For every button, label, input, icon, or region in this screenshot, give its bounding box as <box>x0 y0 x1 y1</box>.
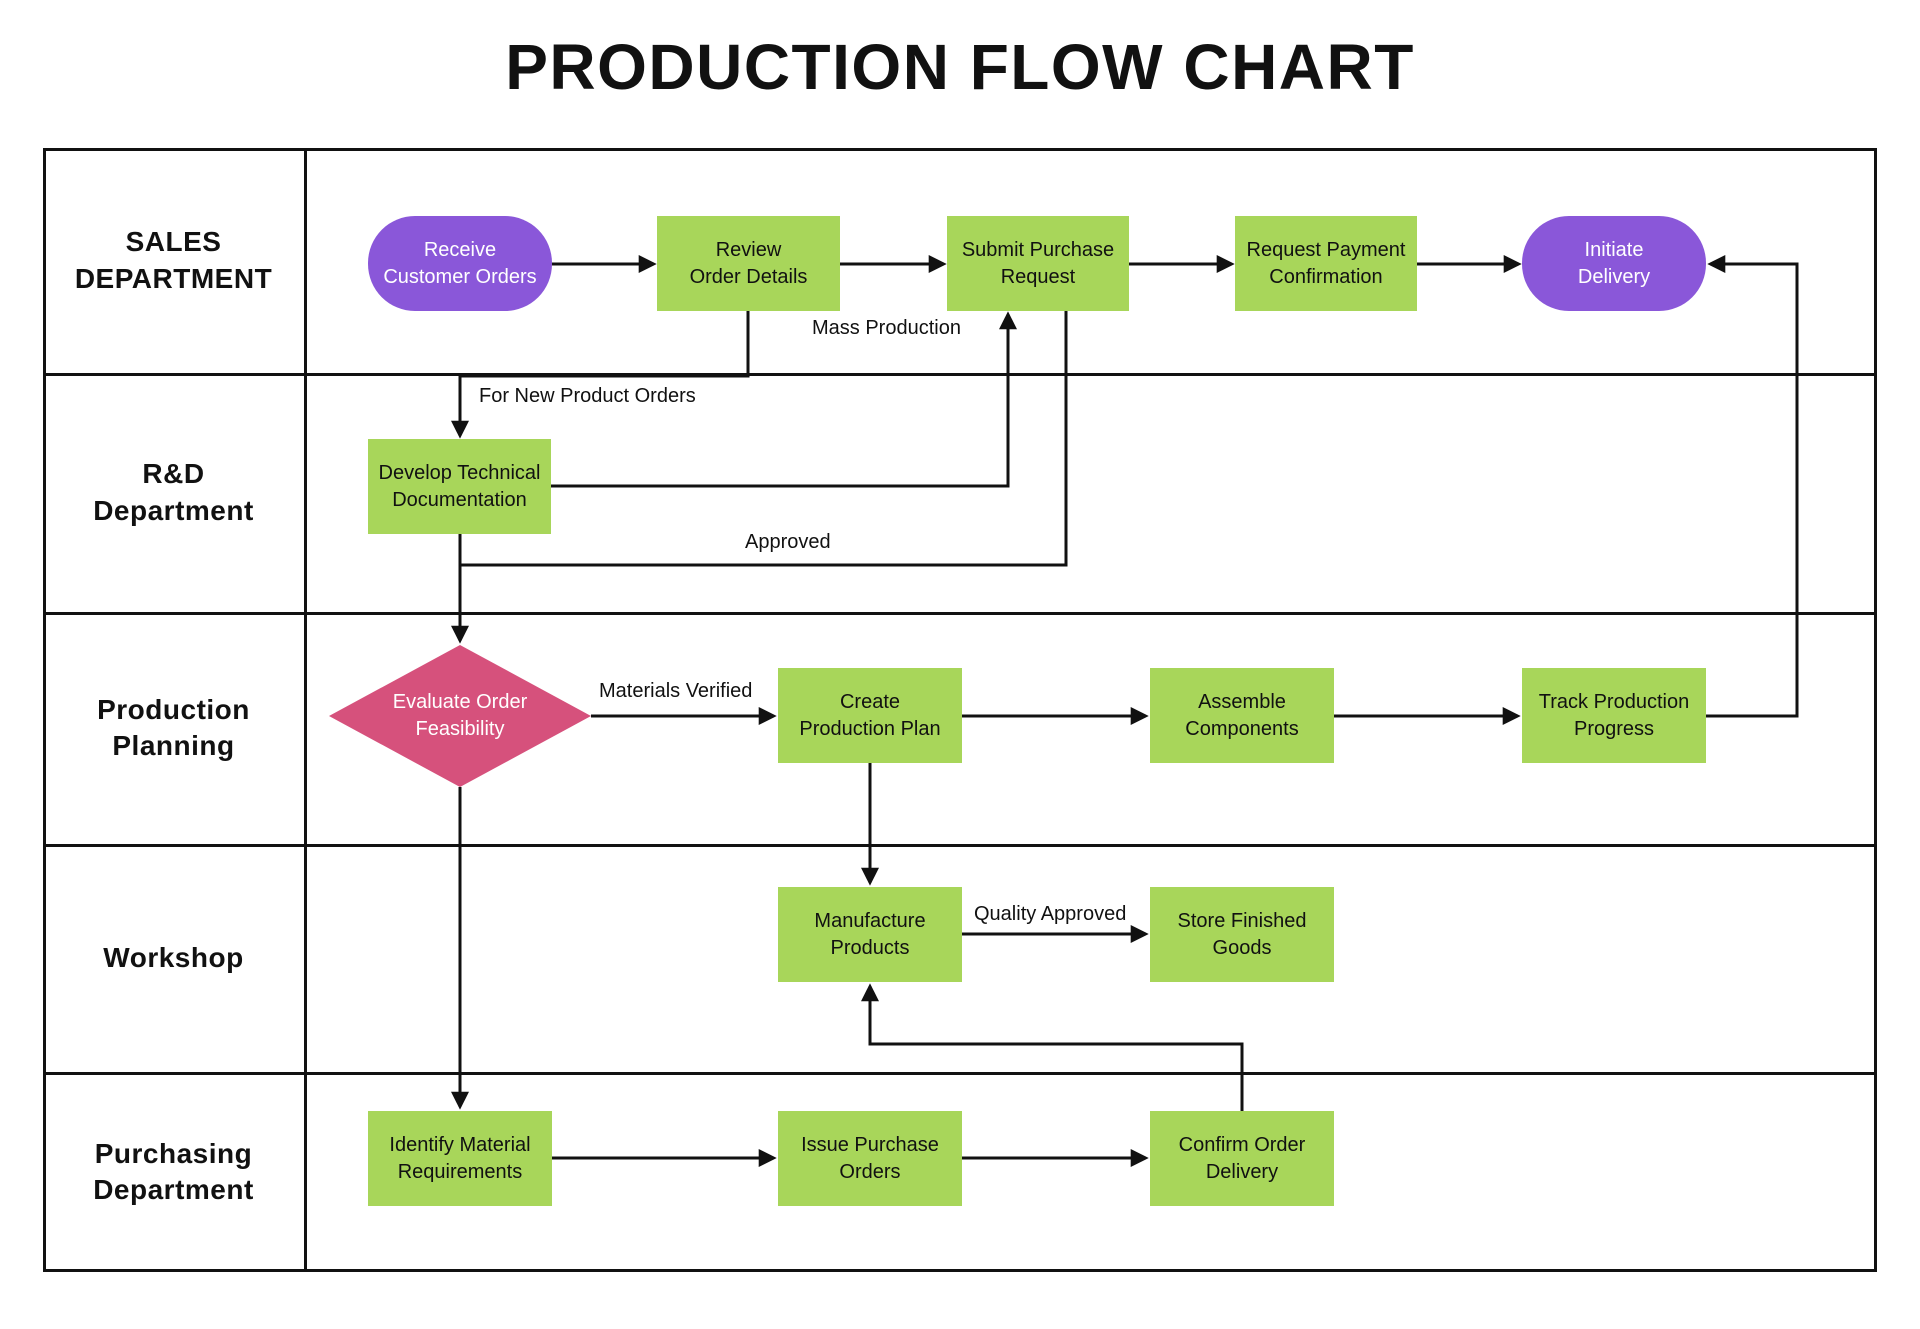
lane-divider <box>43 612 1877 615</box>
edge-develop-to-submit-mass-production <box>551 311 1017 488</box>
page-title: PRODUCTION FLOW CHART <box>505 31 1415 103</box>
node-develop-technical-documentation: Develop Technical Documentation <box>368 439 551 534</box>
node-receive-customer-orders: Receive Customer Orders <box>368 216 552 311</box>
node-store-finished-goods: Store Finished Goods <box>1150 887 1334 982</box>
edge-label-mass-production: Mass Production <box>812 317 961 339</box>
edge-confirm-delivery-to-manufacture <box>861 983 1244 1111</box>
edge-label-quality-approved: Quality Approved <box>974 903 1127 925</box>
node-request-payment-confirmation: Request Payment Confirmation <box>1235 216 1417 311</box>
lane-label-rd-department: R&D Department <box>93 458 254 526</box>
node-manufacture-products: Manufacture Products <box>778 887 962 982</box>
lane-divider <box>43 844 1877 847</box>
node-track-production-progress: Track Production Progress <box>1522 668 1706 763</box>
node-initiate-delivery: Initiate Delivery <box>1522 216 1706 311</box>
edge-label-for-new-product-orders: For New Product Orders <box>479 385 696 407</box>
edge-label-materials-verified: Materials Verified <box>599 680 753 702</box>
edge-track-to-initiate-delivery <box>1706 255 1799 718</box>
swimlane-table-border <box>43 148 1877 1272</box>
node-issue-purchase-orders: Issue Purchase Orders <box>778 1111 962 1206</box>
lane-divider <box>43 373 1877 376</box>
node-confirm-order-delivery: Confirm Order Delivery <box>1150 1111 1334 1206</box>
node-create-production-plan: Create Production Plan <box>778 668 962 763</box>
lane-label-workshop: Workshop <box>103 941 244 973</box>
node-submit-purchase-request: Submit Purchase Request <box>947 216 1129 311</box>
lane-divider <box>43 1072 1877 1075</box>
edge-review-to-develop-for-new-product-orders <box>451 311 750 439</box>
edge-submit-approved-to-evaluate <box>460 311 1068 567</box>
edge-label-approved: Approved <box>745 531 831 553</box>
node-identify-material-requirements: Identify Material Requirements <box>368 1111 552 1206</box>
lane-label-purchasing-department: Purchasing Department <box>93 1137 254 1205</box>
lane-label-sales-department: SALES DEPARTMENT <box>74 226 273 294</box>
lane-label-column-divider <box>304 148 307 1272</box>
node-review-order-details: Review Order Details <box>657 216 840 311</box>
lane-label-production-planning: Production Planning <box>97 693 250 761</box>
node-assemble-components: Assemble Components <box>1150 668 1334 763</box>
